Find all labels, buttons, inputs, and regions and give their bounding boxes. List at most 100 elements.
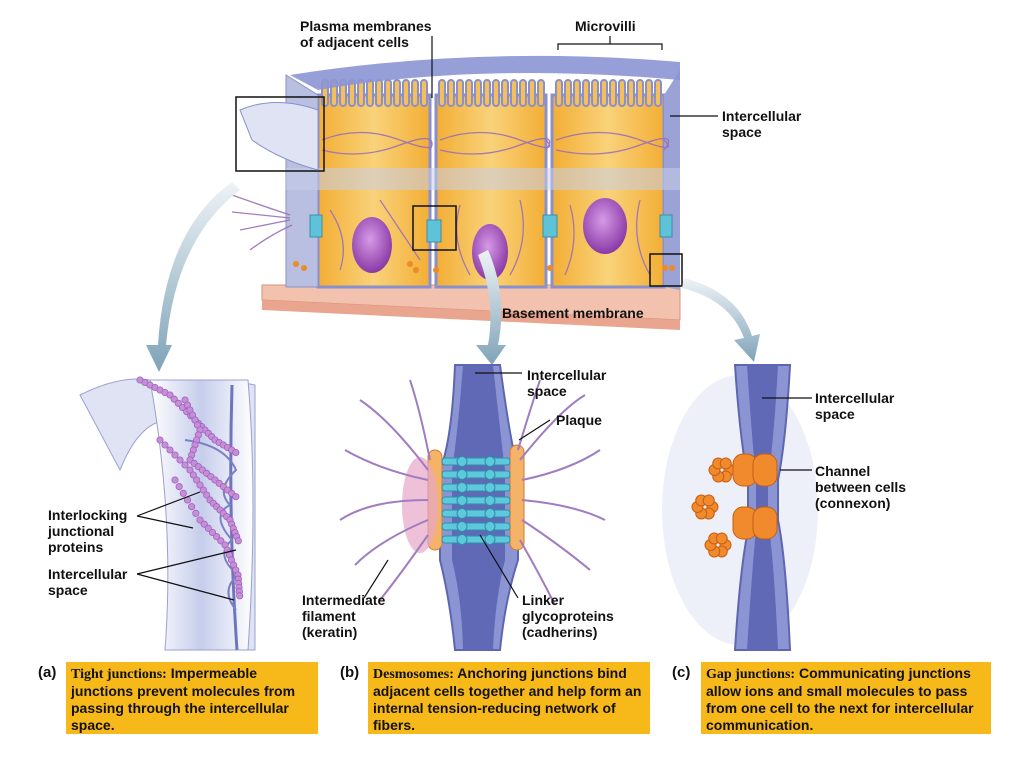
junctional-protein-bead bbox=[193, 476, 201, 484]
linker-knob bbox=[456, 508, 468, 519]
epithelium-block bbox=[231, 55, 683, 330]
microvillus bbox=[555, 79, 563, 107]
linker-protein bbox=[441, 483, 511, 492]
caption-a-text: Impermeable junctions prevent molecules … bbox=[71, 665, 296, 733]
microvillus bbox=[501, 79, 509, 107]
junctional-protein-bead bbox=[196, 516, 204, 524]
plaque-right bbox=[509, 444, 525, 551]
microvillus bbox=[384, 79, 392, 107]
microvillus bbox=[528, 79, 536, 107]
junctional-protein-bead bbox=[179, 489, 187, 497]
junctional-protein-bead bbox=[234, 537, 242, 545]
zoom-box-a bbox=[235, 96, 325, 172]
junctional-protein-bead bbox=[217, 537, 225, 545]
junctional-protein-bead bbox=[171, 476, 179, 484]
linker-knob bbox=[484, 521, 496, 532]
microvillus bbox=[420, 79, 428, 107]
microvillus bbox=[492, 79, 500, 107]
microvillus bbox=[636, 79, 644, 107]
connexon-subunit bbox=[715, 532, 728, 545]
label-basement-membrane: Basement membrane bbox=[502, 305, 644, 321]
nucleus-2 bbox=[472, 224, 508, 280]
linker-knob bbox=[456, 482, 468, 493]
microvillus bbox=[366, 79, 374, 107]
junctional-protein-bead bbox=[188, 503, 196, 511]
junctional-protein-bead bbox=[208, 528, 217, 537]
microvillus bbox=[564, 79, 572, 107]
junctional-protein-bead bbox=[203, 491, 211, 499]
caption-b-term: Desmosomes: bbox=[373, 667, 454, 682]
microvillus bbox=[591, 79, 599, 107]
label-linker-glycoproteins: Linker glycoproteins (cadherins) bbox=[522, 592, 614, 640]
connexons bbox=[691, 453, 778, 558]
caption-b-tag: (b) bbox=[340, 664, 360, 681]
label-microvilli: Microvilli bbox=[575, 18, 636, 34]
linker-protein bbox=[441, 509, 511, 518]
cell-3 bbox=[550, 93, 666, 289]
linker-knob bbox=[456, 521, 468, 532]
microvillus bbox=[483, 79, 491, 107]
junctional-protein-bead bbox=[161, 441, 169, 449]
linker-knob bbox=[484, 456, 496, 467]
junctional-protein-bead bbox=[156, 436, 164, 444]
zoom-box-b bbox=[412, 205, 457, 251]
microvillus bbox=[447, 79, 455, 107]
microvillus bbox=[474, 79, 482, 107]
microvilli bbox=[321, 79, 662, 107]
microvillus bbox=[573, 79, 581, 107]
junctional-protein-bead bbox=[236, 592, 244, 600]
junctional-protein-bead bbox=[181, 461, 189, 469]
microvillus bbox=[582, 79, 590, 107]
junctional-protein-bead bbox=[199, 486, 207, 494]
linker-protein bbox=[441, 496, 511, 505]
linker-glycoproteins bbox=[441, 456, 511, 545]
microvillus bbox=[411, 79, 419, 107]
junctional-protein-bead bbox=[174, 399, 182, 407]
label-interlocking-proteins: Interlocking junctional proteins bbox=[48, 507, 128, 555]
microvillus bbox=[618, 79, 626, 107]
caption-b-text: Anchoring junctions bind adjacent cells … bbox=[373, 665, 642, 733]
junctional-protein-bead bbox=[171, 451, 179, 459]
linker-protein bbox=[441, 522, 511, 531]
microvillus bbox=[456, 79, 464, 107]
linker-knob bbox=[484, 495, 496, 506]
linker-knob bbox=[456, 534, 468, 545]
junctional-protein-bead bbox=[232, 493, 240, 501]
panel-a-tight-junction bbox=[79, 376, 256, 651]
linker-protein bbox=[441, 457, 511, 466]
junctional-protein-bead bbox=[166, 446, 174, 454]
linker-knob bbox=[456, 456, 468, 467]
junctional-protein-bead bbox=[232, 448, 240, 457]
nucleus-1 bbox=[352, 217, 392, 273]
label-intercellular-space-b: Intercellular space bbox=[527, 367, 607, 399]
label-channel: Channel between cells (connexon) bbox=[815, 463, 907, 511]
junctional-protein-bead bbox=[192, 509, 200, 517]
microvillus bbox=[402, 79, 410, 107]
junctional-protein-bead bbox=[213, 533, 221, 541]
caption-c: Gap junctions: Communicating junctions a… bbox=[701, 662, 991, 734]
zoom-box-c bbox=[649, 253, 683, 287]
linker-knob bbox=[484, 482, 496, 493]
junctional-protein-bead bbox=[204, 524, 212, 532]
connexon-subunit bbox=[719, 457, 732, 470]
junctional-protein-bead bbox=[200, 520, 208, 528]
junctional-protein-bead bbox=[189, 471, 197, 479]
junctional-protein-bead bbox=[186, 466, 194, 474]
junctional-protein-bead bbox=[166, 391, 174, 399]
microvillus bbox=[375, 79, 383, 107]
label-intercellular-space-top: Intercellular space bbox=[722, 108, 802, 140]
label-intercellular-space-a: Intercellular space bbox=[48, 566, 128, 598]
microvillus bbox=[510, 79, 518, 107]
linker-knob bbox=[456, 495, 468, 506]
linker-knob bbox=[456, 469, 468, 480]
microvillus bbox=[519, 79, 527, 107]
label-intermediate-filament: Intermediate filament (keratin) bbox=[302, 592, 386, 640]
microvillus bbox=[654, 79, 662, 107]
connexon-channel bbox=[752, 506, 778, 540]
panel-c-gap-junction bbox=[662, 364, 818, 651]
junctional-protein-bead bbox=[175, 483, 183, 491]
label-plaque: Plaque bbox=[556, 412, 602, 428]
caption-a-term: Tight junctions: bbox=[71, 667, 167, 682]
junctional-protein-bead bbox=[170, 395, 178, 403]
